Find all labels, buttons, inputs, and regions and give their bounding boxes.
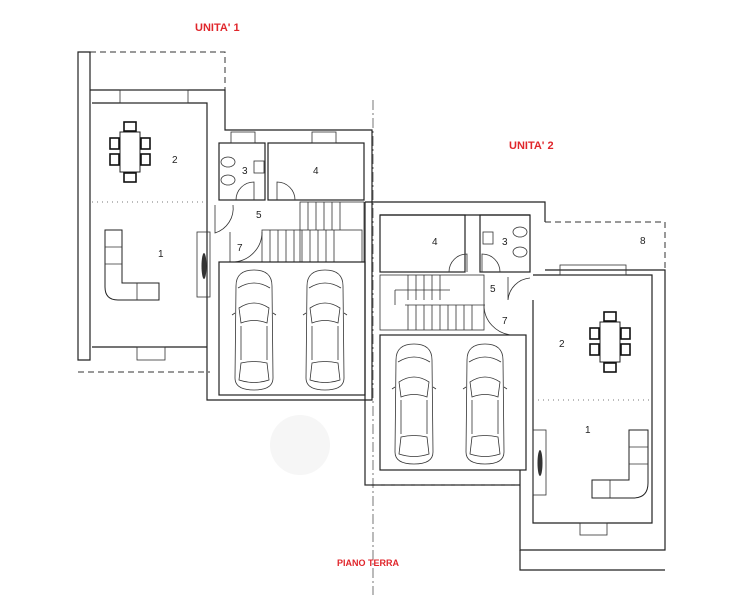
room-label: 1 xyxy=(585,425,591,436)
car-icon xyxy=(391,343,437,465)
floor-label: PIANO TERRA xyxy=(337,558,400,568)
room-label: 3 xyxy=(242,166,248,177)
dining-table-icon xyxy=(109,121,151,183)
staircase xyxy=(379,274,485,331)
room-label: 1 xyxy=(158,249,164,260)
sofa-icon xyxy=(104,229,160,301)
unit-1-title: UNITA' 1 xyxy=(195,22,240,34)
unit-2-title: UNITA' 2 xyxy=(509,140,554,152)
room-label: 8 xyxy=(640,236,646,247)
room-label: 5 xyxy=(490,284,496,295)
staircase xyxy=(261,201,365,263)
unit-1: 2 1 3 4 5 7 xyxy=(77,51,373,401)
room-label: 2 xyxy=(559,339,565,350)
car-icon xyxy=(462,343,508,465)
room-label: 7 xyxy=(502,316,508,327)
car-icon xyxy=(302,269,348,391)
room-label: 5 xyxy=(256,210,262,221)
room-label: 2 xyxy=(172,155,178,166)
room-label: 3 xyxy=(502,237,508,248)
watermark-logo xyxy=(270,415,330,475)
car-icon xyxy=(231,269,277,391)
sofa-icon xyxy=(591,429,649,499)
room-label: 4 xyxy=(313,166,319,177)
room-label: 4 xyxy=(432,237,438,248)
room-label: 7 xyxy=(237,243,243,254)
unit-2: 2 1 3 4 5 7 8 xyxy=(364,201,666,571)
dining-table-icon xyxy=(589,311,631,373)
